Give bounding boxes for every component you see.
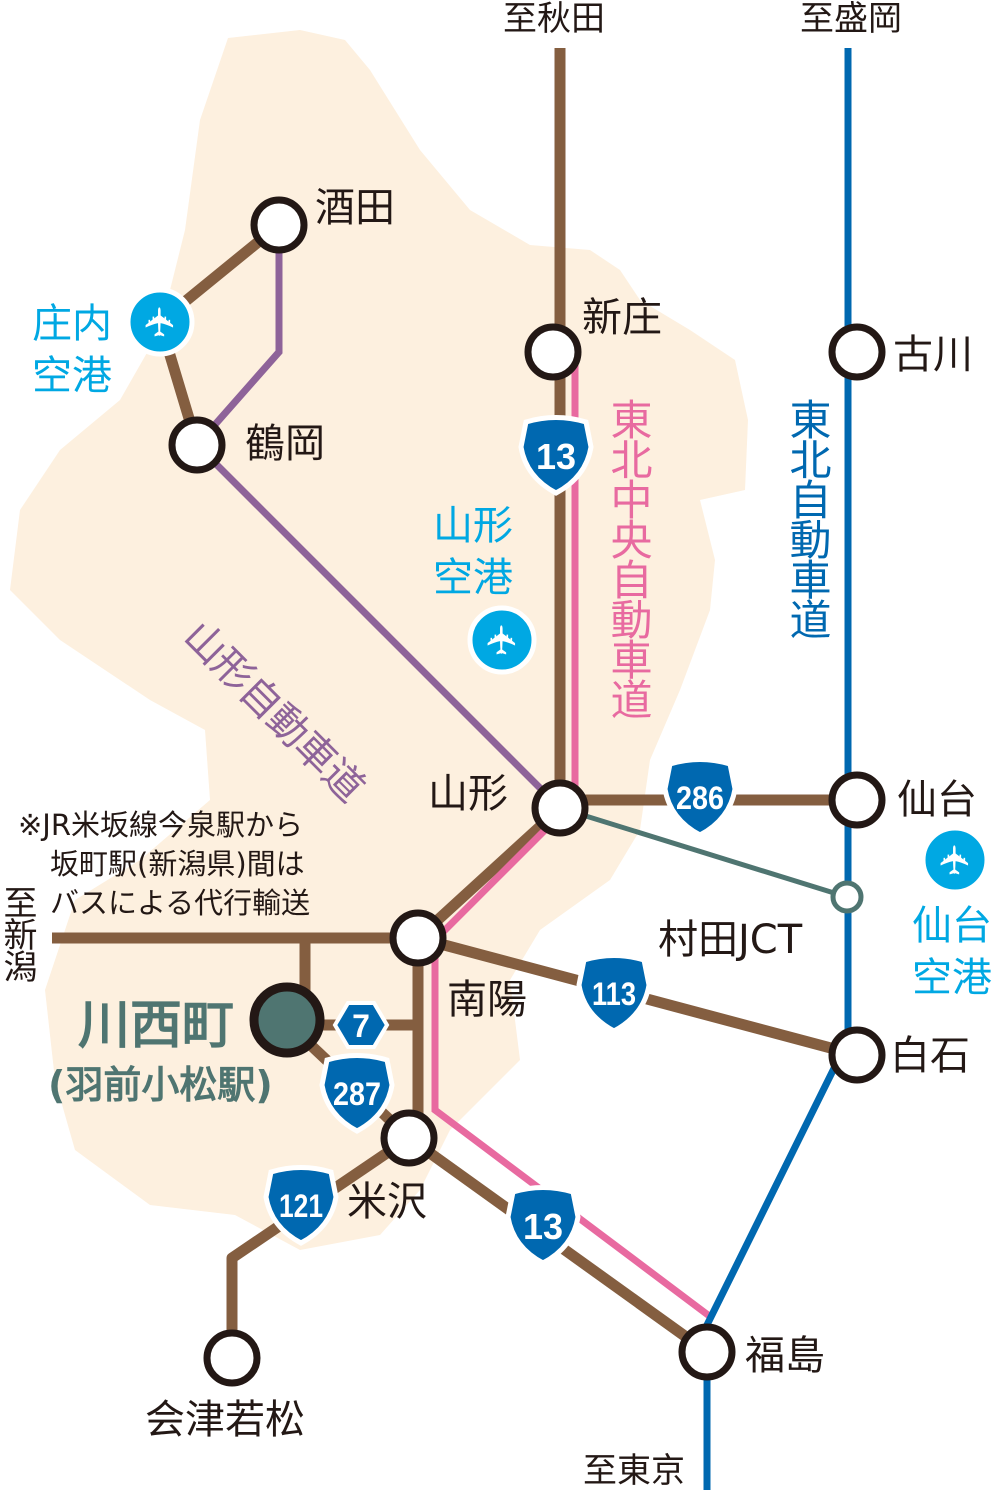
airplane-icon: ✈ xyxy=(125,287,195,357)
station-furukawa xyxy=(828,323,886,381)
station-yamagata xyxy=(531,779,589,837)
airport-label-line: 空港 xyxy=(433,555,513,601)
svg-text:286: 286 xyxy=(676,780,724,816)
direction-morioka: 至盛岡 xyxy=(800,0,902,39)
direction-niigata: 至新潟 xyxy=(0,885,37,981)
airplane-icon: ✈ xyxy=(467,605,537,675)
label-yonezawa: 米沢 xyxy=(347,1179,427,1225)
label-shiroishi: 白石 xyxy=(890,1033,970,1079)
station-nanyo xyxy=(389,909,447,967)
yamagata-expressway-line xyxy=(192,225,555,803)
yamagata-murata-line xyxy=(559,805,848,900)
tohoku-expressway-label: 東北自動車道 xyxy=(783,398,832,638)
stations xyxy=(168,196,886,1387)
station-yonezawa xyxy=(380,1109,438,1167)
route-286-shield: 286 xyxy=(662,757,738,838)
label-tsuruoka: 鶴岡 xyxy=(245,421,325,467)
svg-text:121: 121 xyxy=(279,1188,323,1224)
label-sendai: 仙台 xyxy=(897,777,977,823)
station-tsuruoka xyxy=(168,416,226,474)
bus-replacement-note: ※JR米坂線今泉駅から 坂町駅(新潟県)間は バスによる代行輸送 xyxy=(18,806,310,923)
yamagata-airport-label: 山形 空港 xyxy=(433,500,513,604)
svg-text:✈: ✈ xyxy=(933,843,979,877)
label-shinjo: 新庄 xyxy=(582,295,662,341)
airport-label-line: 山形 xyxy=(433,503,513,549)
airport-label-line: 空港 xyxy=(32,353,112,399)
route-121-road xyxy=(226,1133,413,1358)
tohoku-chuo-expressway-label: 東北中央自動車道 xyxy=(604,398,653,718)
svg-text:287: 287 xyxy=(333,1076,381,1112)
station-kawanishi xyxy=(249,982,325,1058)
station-fukushima xyxy=(678,1323,736,1381)
route-121-shield: 121 xyxy=(263,1165,339,1246)
airport-label-line: 空港 xyxy=(912,955,992,1001)
svg-text:13: 13 xyxy=(523,1206,563,1247)
svg-text:✈: ✈ xyxy=(480,623,526,657)
airport-label-line: 庄内 xyxy=(32,301,112,347)
note-line: 坂町駅(新潟県)間は xyxy=(50,847,305,881)
label-fukushima: 福島 xyxy=(745,1333,825,1379)
station-shiroishi xyxy=(828,1026,886,1084)
svg-text:✈: ✈ xyxy=(138,305,184,339)
label-furukawa: 古川 xyxy=(893,332,973,378)
label-murata-jct: 村田JCT xyxy=(658,917,803,963)
tohoku-expressway-line xyxy=(703,48,852,1490)
route-13-shield: 13 xyxy=(518,415,594,496)
kawanishi-town-label: 川西町 xyxy=(78,996,235,1056)
station-sendai xyxy=(828,771,886,829)
shonai-airport-label: 庄内 空港 xyxy=(32,298,112,402)
svg-text:7: 7 xyxy=(352,1008,370,1044)
ou-line-yamagata-nanyo xyxy=(414,807,560,943)
airport-label-line: 仙台 xyxy=(912,903,992,949)
svg-text:13: 13 xyxy=(536,436,576,477)
station-shinjo xyxy=(524,323,582,381)
note-line: ※JR米坂線今泉駅から xyxy=(18,808,304,842)
direction-akita: 至秋田 xyxy=(503,0,605,39)
sendai-airport-label: 仙台 空港 xyxy=(912,900,992,1004)
route-113-shield: 113 xyxy=(576,953,652,1034)
direction-tokyo: 至東京 xyxy=(583,1451,685,1491)
svg-text:113: 113 xyxy=(592,976,636,1012)
junction-murata xyxy=(830,880,864,914)
station-aizuwakamatsu xyxy=(203,1329,261,1387)
label-aizuwakamatsu: 会津若松 xyxy=(145,1397,305,1443)
label-yamagata: 山形 xyxy=(428,771,508,817)
airplane-icon: ✈ xyxy=(920,825,990,895)
note-line: バスによる代行輸送 xyxy=(50,886,311,920)
route-13-shield: 13 xyxy=(505,1185,581,1266)
label-nanyo: 南陽 xyxy=(447,977,527,1023)
route-7-hexagon: 7 xyxy=(332,1001,390,1049)
station-sakata xyxy=(250,196,308,254)
label-sakata: 酒田 xyxy=(315,185,395,231)
uzen-komatsu-station-label: (羽前小松駅) xyxy=(48,1063,273,1107)
route-287-shield: 287 xyxy=(319,1053,395,1134)
